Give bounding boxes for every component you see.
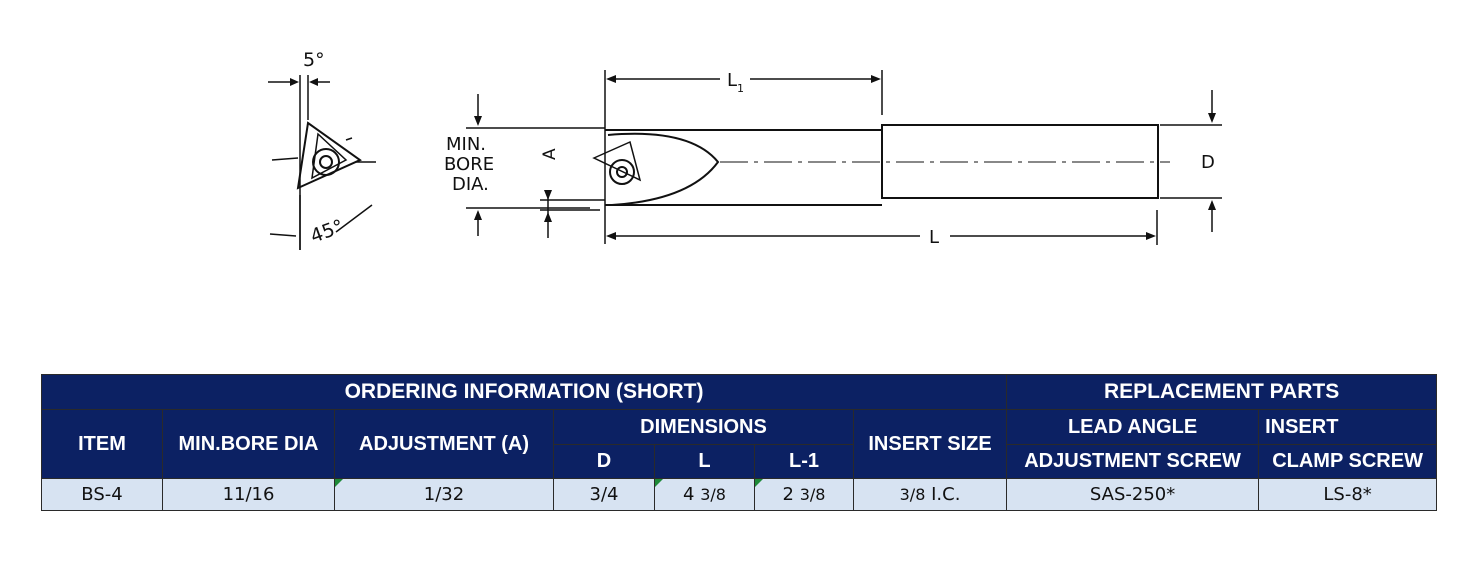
- header-clamp-screw: CLAMP SCREW: [1258, 444, 1438, 479]
- header-lead-angle: LEAD ANGLE: [1006, 409, 1260, 445]
- boring-bar-diagram: 5° 45° MIN. BORE DIA. A L 1 L D: [268, 49, 1222, 250]
- header-item: ITEM: [41, 409, 163, 479]
- header-l: L: [654, 444, 755, 479]
- bar-side-view: [466, 70, 1222, 245]
- min-bore-label-3: DIA.: [452, 174, 489, 195]
- cell-l1-fraction: 3/8: [799, 485, 826, 504]
- angle-bottom-label: 45°: [308, 215, 347, 247]
- replacement-parts-title: REPLACEMENT PARTS: [1006, 374, 1438, 410]
- cell-insert-size-fraction: 3/8: [899, 485, 926, 504]
- insert-end-view: [268, 75, 376, 250]
- ordering-info-title: ORDERING INFORMATION (SHORT): [40, 374, 1008, 410]
- dimension-l1-label: L: [727, 70, 737, 91]
- header-dimensions: DIMENSIONS: [553, 409, 854, 445]
- angle-top-label: 5°: [303, 49, 325, 71]
- dimension-l-label: L: [929, 227, 939, 248]
- header-adjustment-screw: ADJUSTMENT SCREW: [1006, 444, 1260, 479]
- header-insert-size: INSERT SIZE: [852, 409, 1008, 479]
- header-min-bore-dia: MIN.BORE DIA: [162, 409, 335, 479]
- cell-insert-size: 3/8 I.C.: [852, 478, 1008, 511]
- min-bore-label-1: MIN.: [446, 134, 486, 155]
- cell-min-bore: 11/16: [162, 478, 335, 511]
- cell-l: 4 3/8: [654, 478, 755, 511]
- tool-drawing: 5° 45° MIN. BORE DIA. A L 1 L D: [268, 49, 1222, 250]
- dimension-a-label: A: [540, 148, 560, 160]
- dimension-d-label: D: [1201, 152, 1215, 173]
- cell-clamp-screw: LS-8*: [1258, 478, 1438, 511]
- cell-adjustment-screw: SAS-250*: [1006, 478, 1260, 511]
- cell-l-fraction: 3/8: [700, 485, 726, 504]
- cell-l1: 2 3/8: [754, 478, 854, 511]
- cell-adjustment: 1/32: [334, 478, 554, 511]
- header-adjustment: ADJUSTMENT (A): [334, 409, 554, 479]
- dimension-l1-subscript: 1: [737, 82, 744, 95]
- header-d: D: [553, 444, 655, 479]
- header-l1: L-1: [754, 444, 854, 479]
- cell-d: 3/4: [553, 478, 655, 511]
- table-row: BS-4 11/16 1/32 3/4 4 3/8 2 3/8 3/8 I.C.…: [41, 478, 1438, 511]
- ordering-table: ORDERING INFORMATION (SHORT) REPLACEMENT…: [40, 374, 1438, 511]
- cell-l-whole: 4: [683, 484, 695, 505]
- cell-item: BS-4: [41, 478, 163, 511]
- cell-insert-size-unit: I.C.: [931, 484, 961, 505]
- cell-l1-whole: 2: [782, 484, 794, 505]
- header-insert: INSERT: [1258, 409, 1438, 445]
- min-bore-label-2: BORE: [444, 154, 494, 175]
